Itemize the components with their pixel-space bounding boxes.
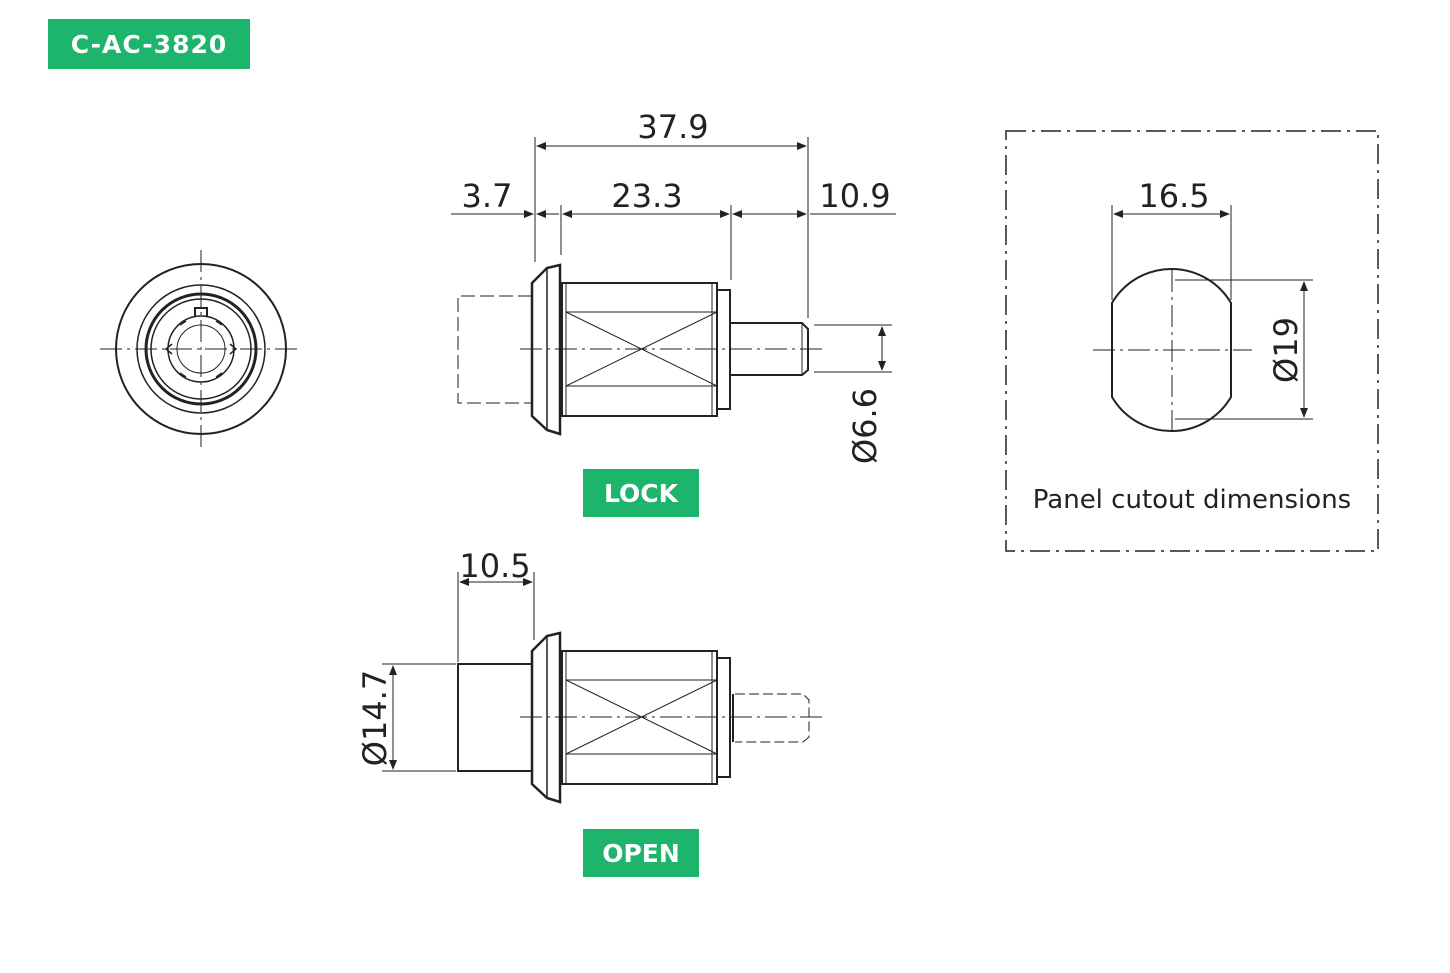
lock-side-view [457, 263, 822, 436]
dim-overall-length: 37.9 [637, 108, 708, 146]
dim-cam-length: 10.9 [819, 177, 890, 215]
panel-cutout-label: Panel cutout dimensions [1033, 485, 1351, 515]
lock-state-badge: LOCK [583, 469, 699, 517]
open-side-view [457, 631, 822, 804]
product-code-badge: C-AC-3820 [48, 19, 250, 69]
dim-plug-diameter: Ø14.7 [356, 670, 394, 766]
dim-cutout-width: 16.5 [1138, 177, 1209, 215]
dim-body-length: 23.3 [611, 177, 682, 215]
open-state-badge: OPEN [583, 829, 699, 877]
dim-shaft-diameter: Ø6.6 [846, 388, 884, 464]
lock-dimensions [451, 137, 896, 373]
open-dimensions [382, 572, 535, 772]
panel-cutout-view [1005, 130, 1379, 552]
front-view [100, 250, 302, 448]
dim-flange: 3.7 [462, 177, 513, 215]
dim-cutout-diameter: Ø19 [1267, 317, 1305, 383]
dim-plug-projection: 10.5 [459, 547, 530, 585]
